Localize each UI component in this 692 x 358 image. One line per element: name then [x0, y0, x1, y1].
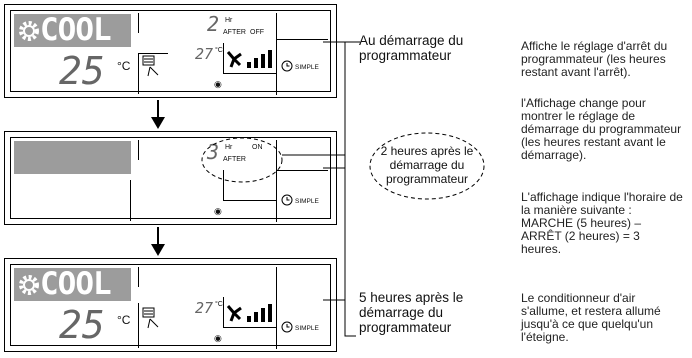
timer-hours: 2: [207, 12, 220, 36]
display-frame: [10, 264, 331, 346]
timer-state: ON: [252, 144, 263, 151]
dot-indicator: ◉: [214, 206, 222, 216]
description-3: L'affichage indique l'horaire de la mani…: [521, 190, 683, 256]
clock-icon: [281, 194, 293, 206]
phase-start-label: Au démarrage du programmateur: [359, 33, 464, 63]
remote-display-after-5h: COOL 25 °C 27 °C ◉ SIMPLE: [4, 258, 337, 352]
description-1: Affiche le réglage d'arrêt du programmat…: [521, 39, 668, 79]
description-2: l'Affichage change pour montrer le régla…: [521, 96, 682, 162]
room-temperature: 27: [195, 45, 214, 63]
display-frame: [10, 137, 331, 219]
clock-icon: [281, 321, 293, 333]
bubble-label: 2 heures après le démarrage du programma…: [380, 144, 474, 186]
remote-display-at-start: COOL 25 °C 2 Hr AFTER OFF 27 °C ◉ SIMPLE: [4, 4, 337, 98]
simple-label: SIMPLE: [295, 198, 319, 205]
clock-icon: [281, 60, 293, 72]
remote-display-after-2h: 3 Hr ON AFTER ◉ SIMPLE: [4, 131, 337, 225]
simple-label: SIMPLE: [295, 64, 319, 71]
set-temp-unit: °C: [117, 313, 131, 327]
mode-label: COOL: [40, 266, 112, 302]
room-temp-unit: °C: [215, 301, 223, 308]
fan-gear-icon: [19, 21, 39, 41]
mode-label: COOL: [40, 12, 112, 48]
down-arrow-icon: [151, 227, 165, 256]
timer-unit: Hr: [225, 17, 233, 24]
timer-state: OFF: [250, 29, 264, 36]
timer-hours: 3: [207, 140, 220, 164]
mode-indicator: COOL: [14, 12, 131, 48]
louver-icon: [142, 55, 159, 77]
set-temperature: 25: [59, 49, 105, 93]
phase-five-hours-label: 5 heures après le démarrage du programma…: [359, 290, 464, 335]
dot-indicator: ◉: [214, 79, 222, 89]
display-frame: [10, 10, 331, 92]
description-4: Le conditionneur d'air s'allume, et rest…: [521, 291, 661, 344]
room-temperature: 27: [195, 299, 214, 317]
room-temp-unit: °C: [215, 47, 223, 54]
fan-gear-icon: [19, 275, 39, 295]
fan-speed-icon: [226, 304, 272, 322]
mode-indicator: COOL: [14, 266, 131, 302]
timer-after: AFTER: [223, 156, 246, 163]
timer-unit: Hr: [225, 144, 233, 151]
timer-after: AFTER: [223, 29, 246, 36]
set-temperature: 25: [59, 303, 105, 347]
set-temp-unit: °C: [117, 59, 131, 73]
louver-icon: [142, 307, 159, 329]
fan-speed-icon: [226, 50, 272, 68]
dot-indicator: ◉: [214, 333, 222, 343]
simple-label: SIMPLE: [295, 325, 319, 332]
mode-blank: [14, 141, 131, 174]
down-arrow-icon: [151, 100, 165, 129]
